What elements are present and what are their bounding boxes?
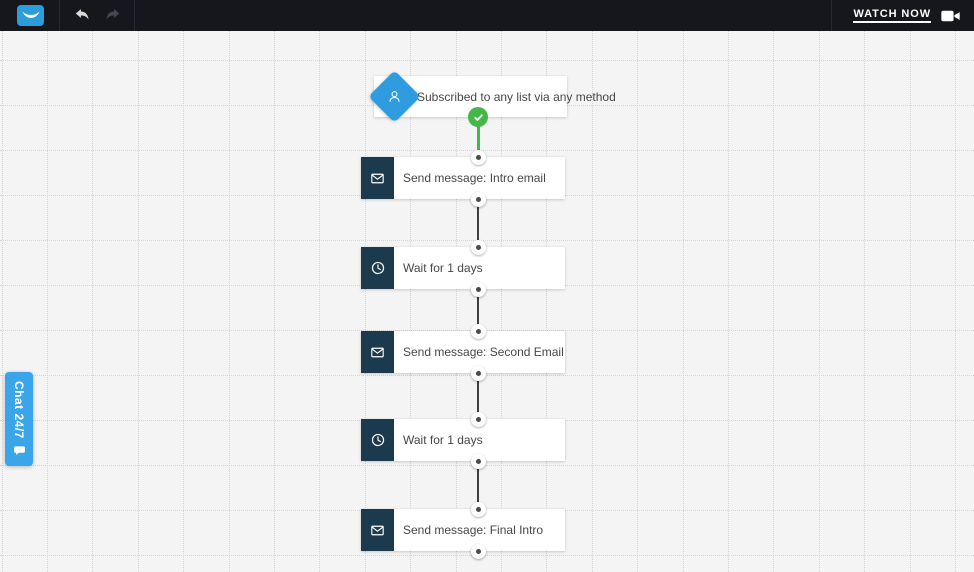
undo-button[interactable]: [70, 4, 94, 28]
connector-dot[interactable]: [471, 453, 486, 469]
envelope-icon: [361, 509, 394, 551]
check-icon: [472, 111, 485, 124]
chat-widget-label: Chat 24/7: [12, 381, 26, 439]
trigger-success-badge: [468, 107, 488, 127]
redo-button[interactable]: [100, 4, 124, 28]
envelope-icon: [361, 157, 394, 199]
workflow-canvas: Subscribed to any list via any method Se…: [0, 31, 974, 572]
trigger-diamond[interactable]: [368, 70, 421, 123]
envelope-icon: [361, 331, 394, 373]
undo-icon: [73, 6, 92, 25]
envelope-logo-icon: [17, 5, 44, 26]
node-send-message-final[interactable]: Send message: Final Intro: [361, 509, 565, 551]
chat-widget-tab[interactable]: Chat 24/7: [5, 372, 33, 466]
trigger-label: Subscribed to any list via any method: [417, 89, 616, 104]
history-controls: [60, 4, 134, 28]
clock-icon: [361, 419, 394, 461]
connector-line: [477, 199, 479, 247]
connector-dot[interactable]: [471, 411, 486, 427]
connector-line: [477, 289, 479, 331]
connector-line: [477, 373, 479, 419]
connector-dot[interactable]: [471, 191, 486, 207]
top-bar: WATCH NOW: [0, 0, 974, 31]
node-wait-2[interactable]: Wait for 1 days: [361, 419, 565, 461]
connector-dot[interactable]: [471, 323, 486, 339]
topbar-divider: [831, 0, 833, 31]
watch-now-link[interactable]: WATCH NOW: [832, 0, 974, 31]
connector-dot[interactable]: [471, 365, 486, 381]
connector-dot[interactable]: [471, 149, 486, 165]
topbar-divider: [59, 0, 60, 31]
node-wait-1[interactable]: Wait for 1 days: [361, 247, 565, 289]
connector-line: [477, 461, 479, 509]
step-label: Send message: Final Intro: [403, 523, 544, 537]
connector-dot[interactable]: [471, 501, 486, 517]
node-send-message-second[interactable]: Send message: Second Email: [361, 331, 565, 373]
watch-now-label: WATCH NOW: [853, 8, 931, 23]
connector-dot[interactable]: [471, 543, 486, 559]
step-label: Send message: Second Email: [403, 345, 564, 359]
person-icon: [385, 87, 404, 106]
trigger-connector-line: [477, 117, 480, 158]
connector-dot[interactable]: [471, 281, 486, 297]
step-label: Wait for 1 days: [403, 261, 483, 275]
node-send-message-intro[interactable]: Send message: Intro email: [361, 157, 565, 199]
connector-dot[interactable]: [471, 239, 486, 255]
topbar-divider: [134, 0, 135, 31]
chat-bubble-icon: [12, 444, 27, 458]
video-camera-icon: [940, 8, 961, 24]
redo-icon: [103, 6, 122, 25]
step-label: Send message: Intro email: [403, 171, 546, 185]
app-logo[interactable]: [17, 5, 44, 26]
clock-icon: [361, 247, 394, 289]
step-label: Wait for 1 days: [403, 433, 483, 447]
